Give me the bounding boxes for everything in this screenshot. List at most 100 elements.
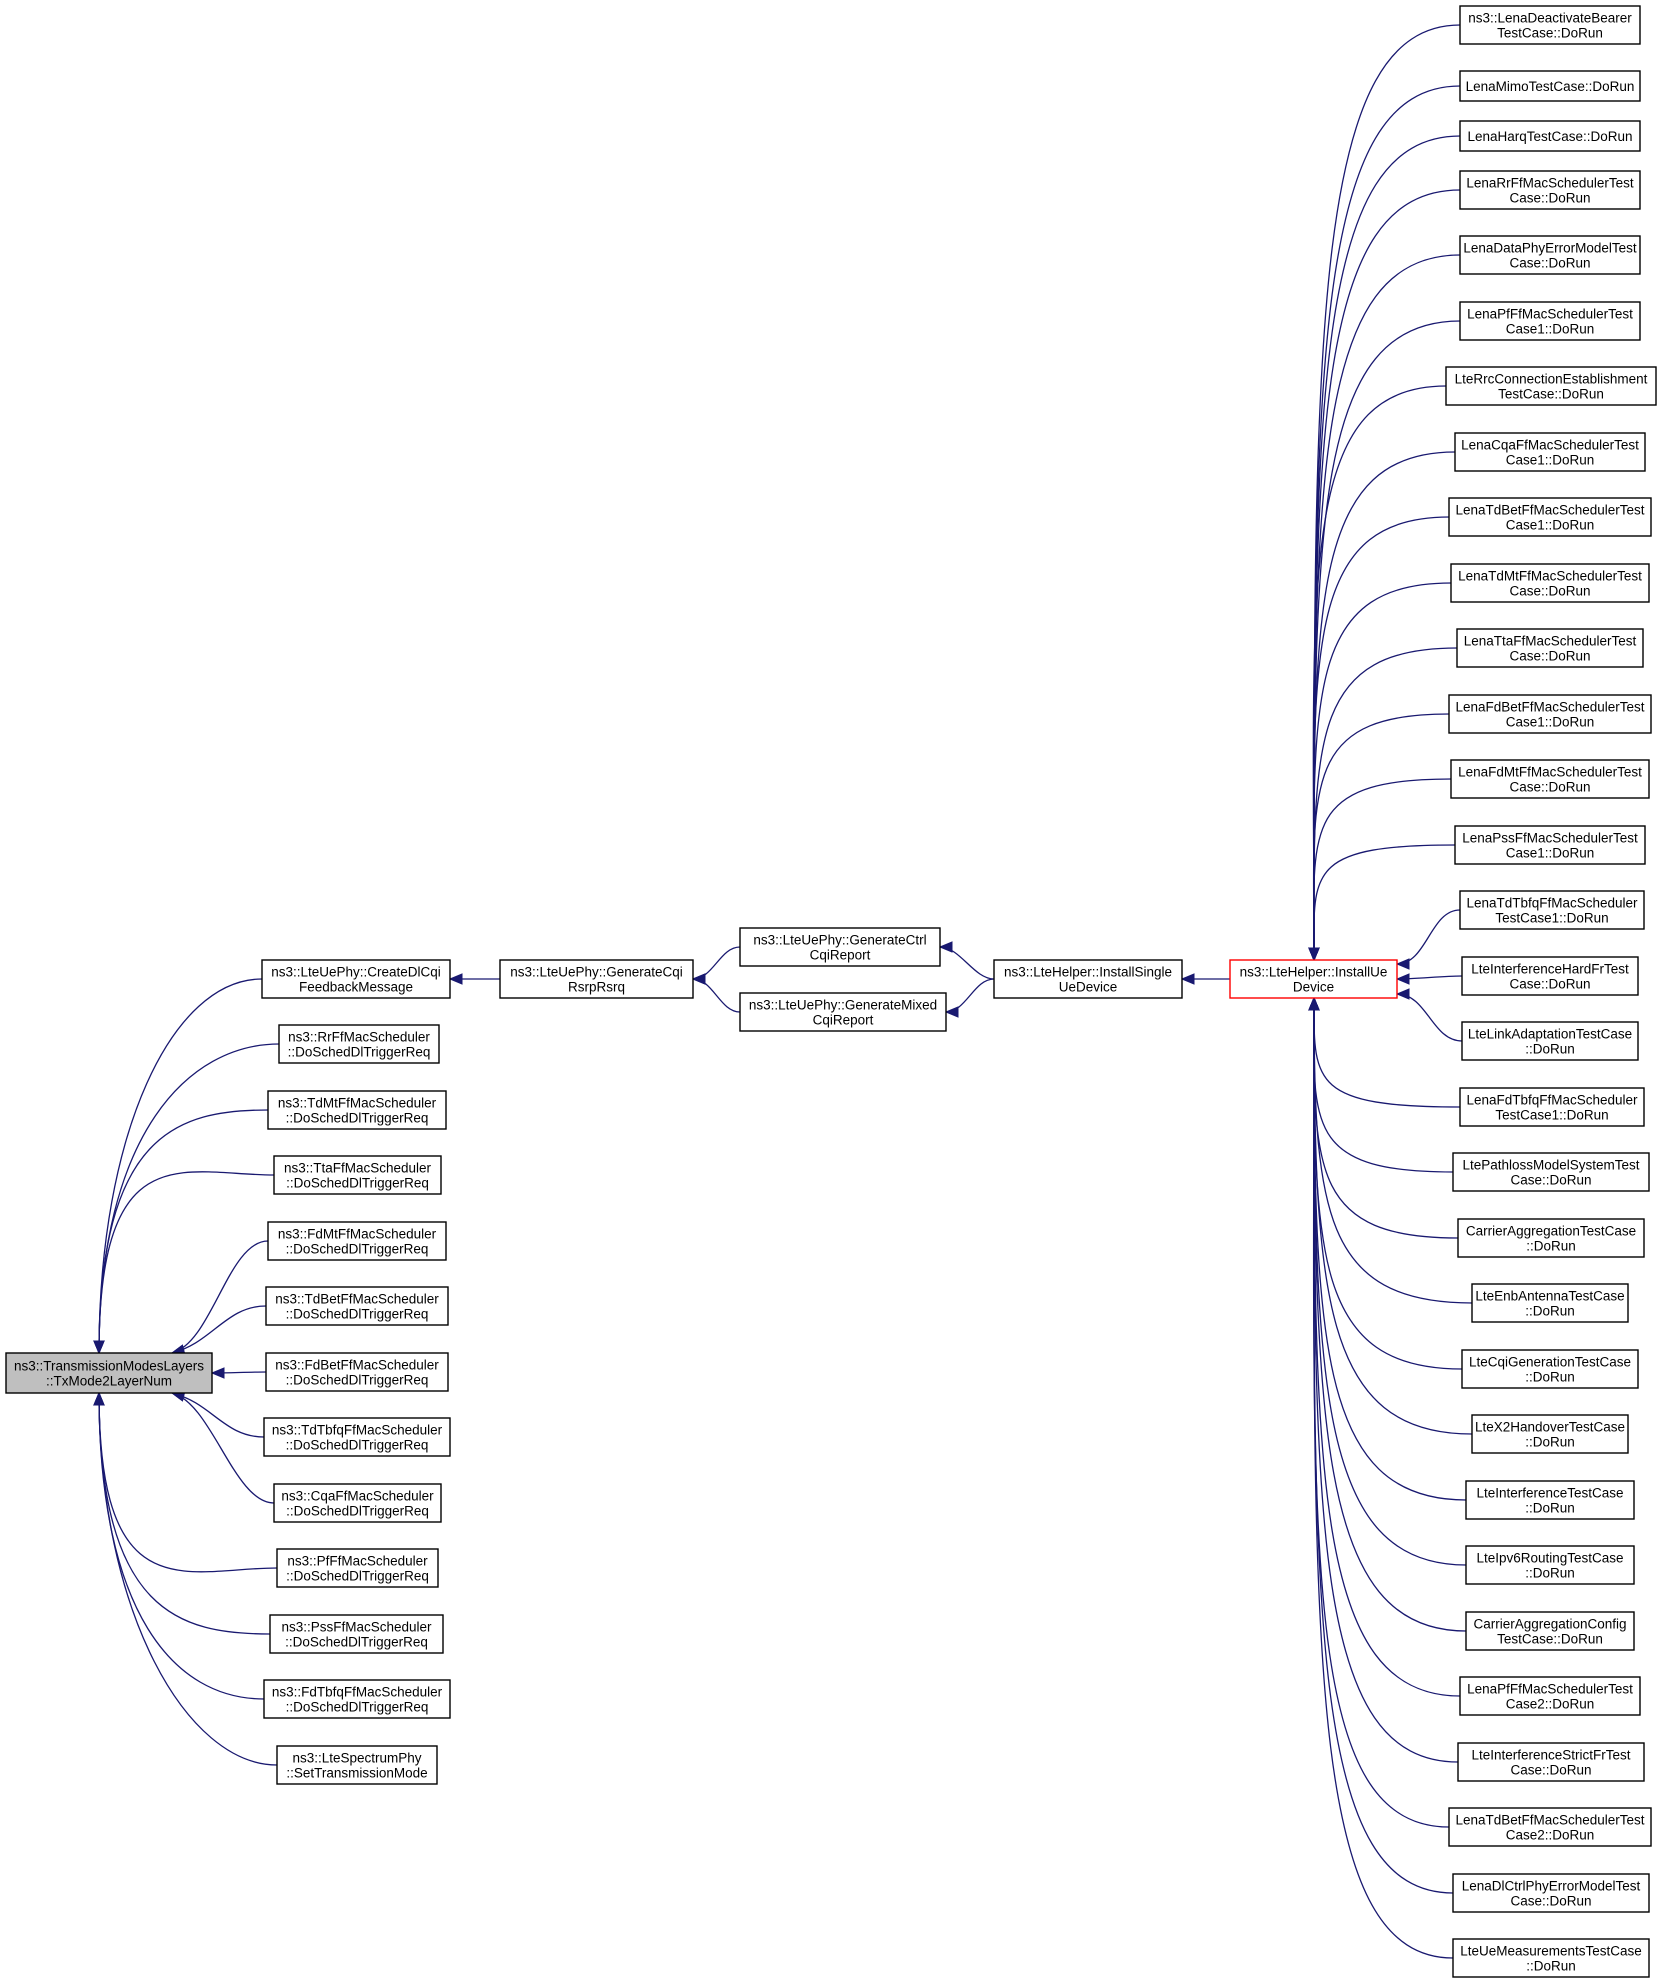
node-box: [1452, 1873, 1650, 1913]
node-c5[interactable]: ns3::FdMtFfMacScheduler::DoSchedDlTrigge…: [267, 1221, 447, 1261]
node-label: LteInterferenceHardFrTest: [1471, 962, 1629, 977]
node-label: TestCase1::DoRun: [1495, 1108, 1608, 1123]
edge-line: [1396, 909, 1461, 965]
node-c6[interactable]: ns3::TdBetFfMacScheduler::DoSchedDlTrigg…: [265, 1286, 449, 1326]
node-t25[interactable]: LteIpv6RoutingTestCase::DoRun: [1465, 1545, 1635, 1585]
edge-line: [98, 1171, 275, 1354]
node-c11[interactable]: ns3::PssFfMacScheduler::DoSchedDlTrigger…: [269, 1614, 444, 1654]
node-label: ns3::TdTbfqFfMacScheduler: [272, 1423, 443, 1438]
edge-h2-g1: [691, 973, 741, 1013]
node-label: ::DoRun: [1525, 1501, 1575, 1516]
edge-line: [1313, 997, 1463, 1370]
node-focus[interactable]: ns3::TransmissionModesLayers::TxMode2Lay…: [5, 1352, 213, 1394]
node-label: ::DoRun: [1525, 1435, 1575, 1450]
edge-t14-j1: [1308, 844, 1456, 962]
node-label: LenaTdBetFfMacSchedulerTest: [1455, 1813, 1644, 1828]
node-label: Case1::DoRun: [1506, 453, 1595, 468]
edge-c8-focus: [170, 1390, 265, 1438]
node-box: [1465, 1480, 1635, 1520]
edge-t1-j1: [1308, 24, 1461, 962]
node-t7[interactable]: LteRrcConnectionEstablishmentTestCase::D…: [1445, 366, 1657, 406]
node-t24[interactable]: LteInterferenceTestCase::DoRun: [1465, 1480, 1635, 1520]
edge-line: [692, 946, 741, 980]
node-label: LenaHarqTestCase::DoRun: [1467, 129, 1632, 144]
node-label: LenaPfFfMacSchedulerTest: [1467, 307, 1633, 322]
node-t20[interactable]: CarrierAggregationTestCase::DoRun: [1457, 1218, 1645, 1258]
edge-line: [98, 1392, 265, 1700]
node-label: CarrierAggregationTestCase: [1466, 1224, 1636, 1239]
edge-c11-focus: [93, 1391, 271, 1635]
node-label: ::DoSchedDlTriggerReq: [286, 1504, 429, 1519]
node-t22[interactable]: LteCqiGenerationTestCase::DoRun: [1461, 1349, 1639, 1389]
node-label: CarrierAggregationConfig: [1473, 1617, 1626, 1632]
edge-arrowhead: [1395, 958, 1410, 970]
node-c4[interactable]: ns3::TtaFfMacScheduler::DoSchedDlTrigger…: [273, 1155, 442, 1195]
node-label: LenaMimoTestCase::DoRun: [1466, 79, 1635, 94]
node-label: ::DoSchedDlTriggerReq: [286, 1569, 429, 1584]
node-label: LenaTtaFfMacSchedulerTest: [1464, 634, 1637, 649]
edge-line: [1313, 997, 1454, 1173]
node-label: Case1::DoRun: [1506, 322, 1595, 337]
node-box: [1459, 301, 1641, 341]
node-c7[interactable]: ns3::FdBetFfMacScheduler::DoSchedDlTrigg…: [265, 1352, 449, 1392]
node-label: UeDevice: [1059, 980, 1118, 995]
node-t23[interactable]: LteX2HandoverTestCase::DoRun: [1471, 1414, 1629, 1454]
node-c3[interactable]: ns3::TdMtFfMacScheduler::DoSchedDlTrigge…: [267, 1090, 447, 1130]
edge-line: [1313, 997, 1454, 1959]
node-c12[interactable]: ns3::FdTbfqFfMacScheduler::DoSchedDlTrig…: [263, 1679, 451, 1719]
node-c8[interactable]: ns3::TdTbfqFfMacScheduler::DoSchedDlTrig…: [263, 1417, 451, 1457]
node-label: ::DoRun: [1526, 1959, 1576, 1974]
node-box: [261, 959, 451, 999]
node-t2[interactable]: LenaMimoTestCase::DoRun: [1459, 70, 1641, 102]
node-box: [269, 1614, 444, 1654]
edge-t31-j1: [1308, 996, 1454, 1959]
node-c10[interactable]: ns3::PfFfMacScheduler::DoSchedDlTriggerR…: [276, 1548, 439, 1588]
node-c13[interactable]: ns3::LteSpectrumPhy::SetTransmissionMode: [276, 1745, 438, 1785]
node-label: LtePathlossModelSystemTest: [1462, 1158, 1639, 1173]
edge-c9-focus: [170, 1390, 275, 1504]
edge-line: [98, 1392, 278, 1766]
edge-line: [171, 1392, 275, 1504]
edge-line: [171, 1240, 269, 1354]
node-t31[interactable]: LteUeMeasurementsTestCase::DoRun: [1452, 1938, 1650, 1978]
node-c1[interactable]: ns3::LteUePhy::CreateDlCqiFeedbackMessag…: [261, 959, 451, 999]
node-t17[interactable]: LteLinkAdaptationTestCase::DoRun: [1461, 1021, 1639, 1061]
node-label: ns3::TdBetFfMacScheduler: [275, 1292, 439, 1307]
edge-c5-focus: [170, 1240, 269, 1356]
node-c9[interactable]: ns3::CqaFfMacScheduler::DoSchedDlTrigger…: [273, 1483, 442, 1523]
edge-c3-focus: [93, 1109, 269, 1355]
node-t21[interactable]: LteEnbAntennaTestCase::DoRun: [1471, 1283, 1629, 1323]
edge-line: [98, 1043, 280, 1354]
edge-i1-h2: [944, 978, 995, 1018]
node-c2[interactable]: ns3::RrFfMacScheduler::DoSchedDlTriggerR…: [278, 1024, 440, 1064]
node-label: LteInterferenceStrictFrTest: [1471, 1748, 1630, 1763]
node-box: [267, 1221, 447, 1261]
node-box: [1459, 120, 1641, 152]
node-t3[interactable]: LenaHarqTestCase::DoRun: [1459, 120, 1641, 152]
